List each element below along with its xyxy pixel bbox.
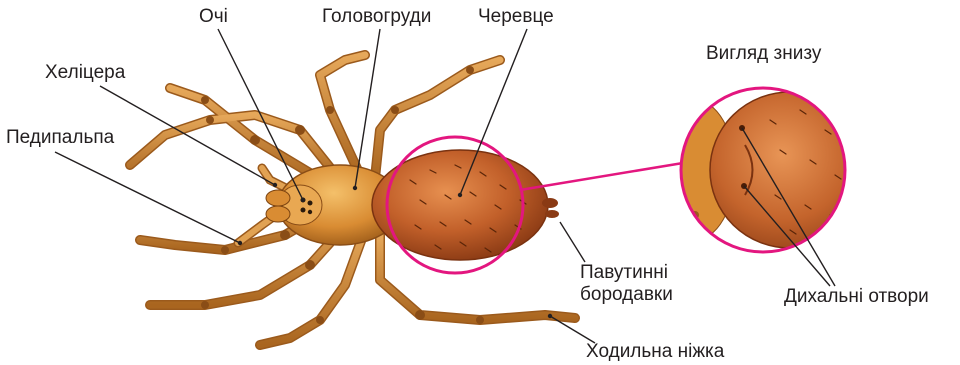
zoom-connector-line	[520, 163, 683, 190]
label-walking-leg: Ходильна ніжка	[586, 341, 724, 363]
leader-pedipalp	[55, 152, 240, 243]
label-eyes: Очі	[199, 6, 228, 28]
label-spiracles: Дихальні отвори	[784, 286, 929, 308]
label-chelicera: Хеліцера	[45, 62, 125, 84]
underside-view	[655, 85, 870, 255]
label-spinnerets-line2: бородавки	[580, 284, 720, 306]
label-spinnerets-line1: Павутинні	[580, 262, 720, 284]
label-spinnerets: Павутинні бородавки	[580, 262, 720, 306]
label-pedipalp: Педипальпа	[6, 127, 114, 149]
leader-spinnerets	[560, 222, 585, 262]
chelicera-right	[266, 206, 290, 222]
chelicera-left	[266, 190, 290, 206]
label-abdomen: Черевце	[478, 6, 554, 28]
label-cephalothorax: Головогруди	[322, 6, 431, 28]
label-view-from-below: Вигляд знизу	[706, 43, 821, 65]
